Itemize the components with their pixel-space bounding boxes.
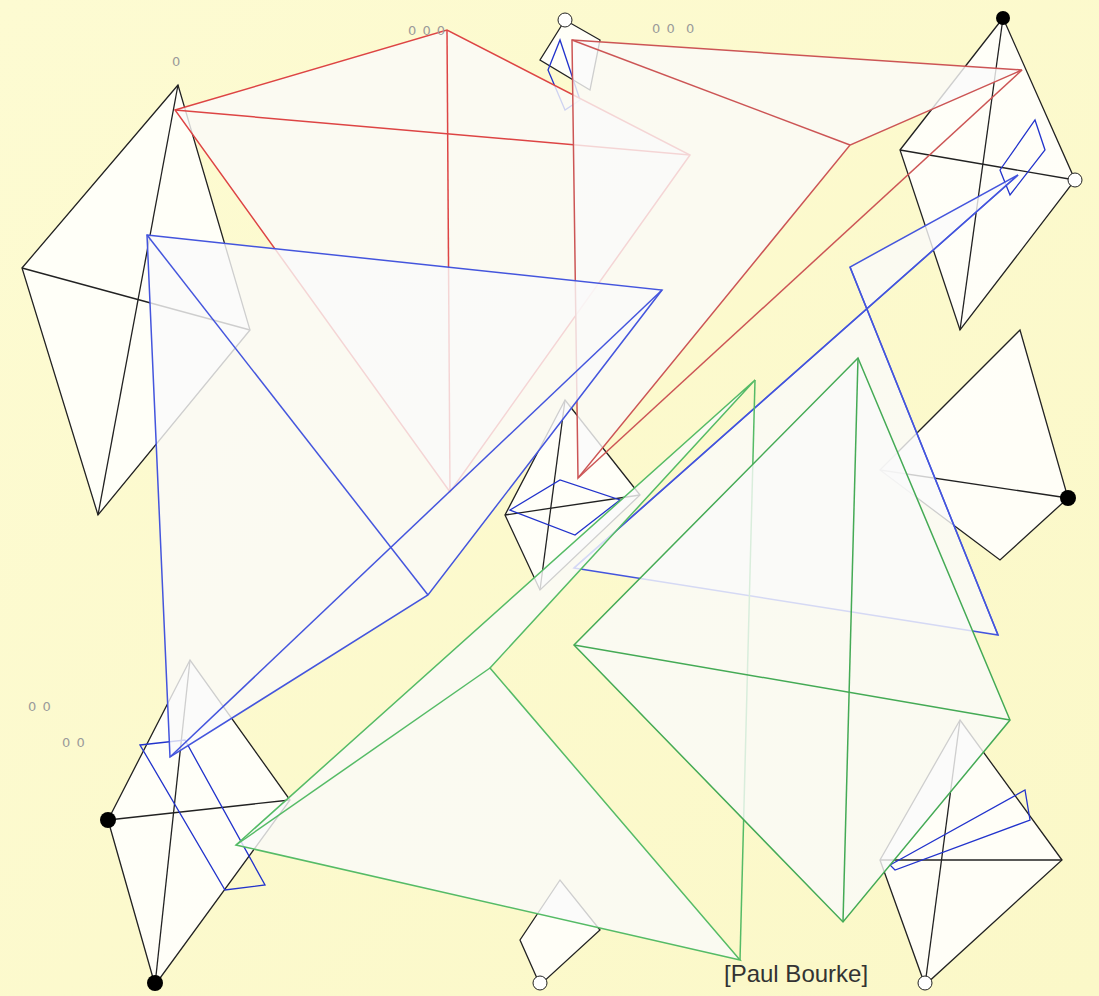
- tetrahedron-edge: [236, 668, 490, 845]
- vertex-dot: [100, 812, 116, 828]
- coordinate-label: 0 0 0: [652, 22, 695, 35]
- vertex-dot: [533, 976, 547, 990]
- vertex-dot: [558, 13, 572, 27]
- blue-edge: [140, 740, 265, 890]
- coordinate-label: 0 0 0: [408, 24, 446, 37]
- tetrahedron-edge: [147, 235, 428, 595]
- vertex-dot: [1068, 173, 1082, 187]
- tetrahedron-edge: [843, 358, 858, 922]
- coordinate-label: 0 0: [62, 736, 86, 749]
- credit-label: [Paul Bourke]: [722, 962, 870, 986]
- coordinate-label: 0 0: [28, 700, 52, 713]
- coordinate-label: 0: [172, 55, 181, 68]
- vertex-dot: [1060, 490, 1076, 506]
- green-tetrahedron: [574, 358, 1010, 922]
- octahedron-edge: [900, 150, 1075, 180]
- tetrahedron-edge: [574, 645, 1010, 720]
- vertex-dot: [918, 976, 932, 990]
- vertex-dot: [147, 975, 163, 991]
- octahedron-edge: [108, 800, 290, 820]
- tetrahedron-face: [574, 358, 1010, 922]
- octahedron-edge: [880, 859, 1062, 860]
- blue-tetrahedron: [147, 235, 662, 757]
- octahedra: [22, 18, 1075, 985]
- tetrahedron-edge: [572, 40, 850, 145]
- vertex-dot: [996, 11, 1010, 25]
- tetrahedron-face: [147, 235, 662, 757]
- vertex-dots: [100, 11, 1082, 991]
- octahedron-edge: [960, 18, 1003, 330]
- tetrahedra: [147, 30, 1022, 960]
